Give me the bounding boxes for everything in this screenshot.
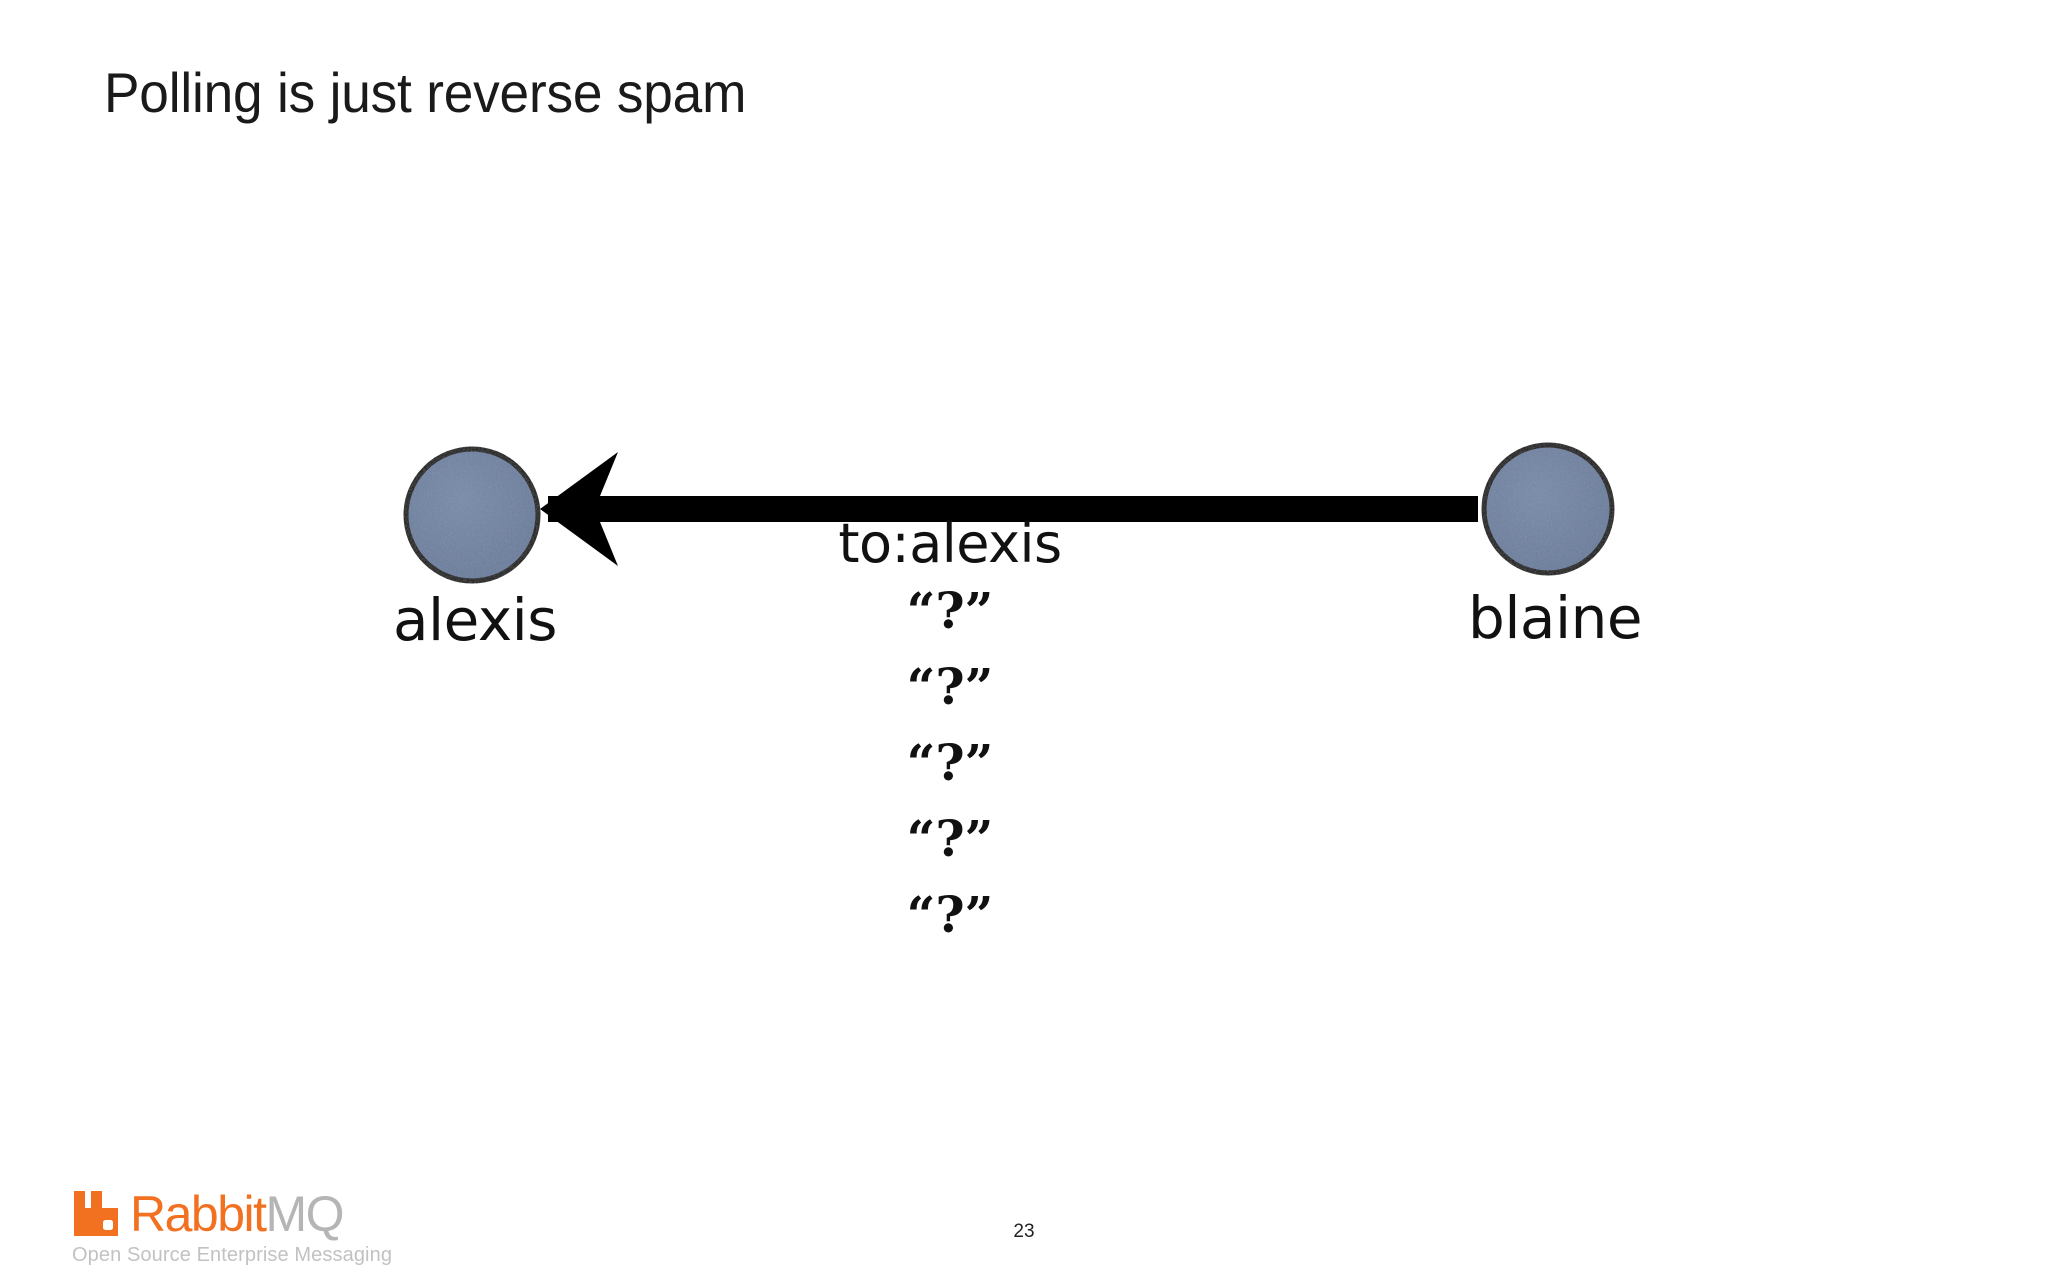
message-arrow-head [540, 452, 618, 566]
rabbitmq-wordmark: RabbitMQ [130, 1186, 345, 1242]
poll-line: “?” [906, 809, 994, 869]
wordmark-rabbit: Rabbit [130, 1186, 267, 1242]
poll-line: “?” [906, 885, 994, 945]
node-label-blaine: blaine [1468, 584, 1643, 652]
message-stack: to:alexis “?” “?” “?” “?” “?” [780, 512, 1120, 953]
rabbit-icon [74, 1191, 118, 1236]
rabbitmq-logo: RabbitMQ Open Source Enterprise Messagin… [72, 1186, 393, 1272]
logo-tagline: Open Source Enterprise Messaging [72, 1244, 393, 1266]
poll-line: “?” [906, 581, 994, 641]
node-alexis [403, 446, 541, 584]
wordmark-mq: MQ [265, 1186, 345, 1242]
page-title: Polling is just reverse spam [104, 61, 747, 124]
page-number: 23 [1013, 1221, 1035, 1242]
node-label-alexis: alexis [393, 586, 557, 654]
message-recipient-label: to:alexis [838, 512, 1062, 575]
poll-line: “?” [906, 733, 994, 793]
poll-line: “?” [906, 657, 994, 717]
node-blaine [1481, 442, 1615, 576]
